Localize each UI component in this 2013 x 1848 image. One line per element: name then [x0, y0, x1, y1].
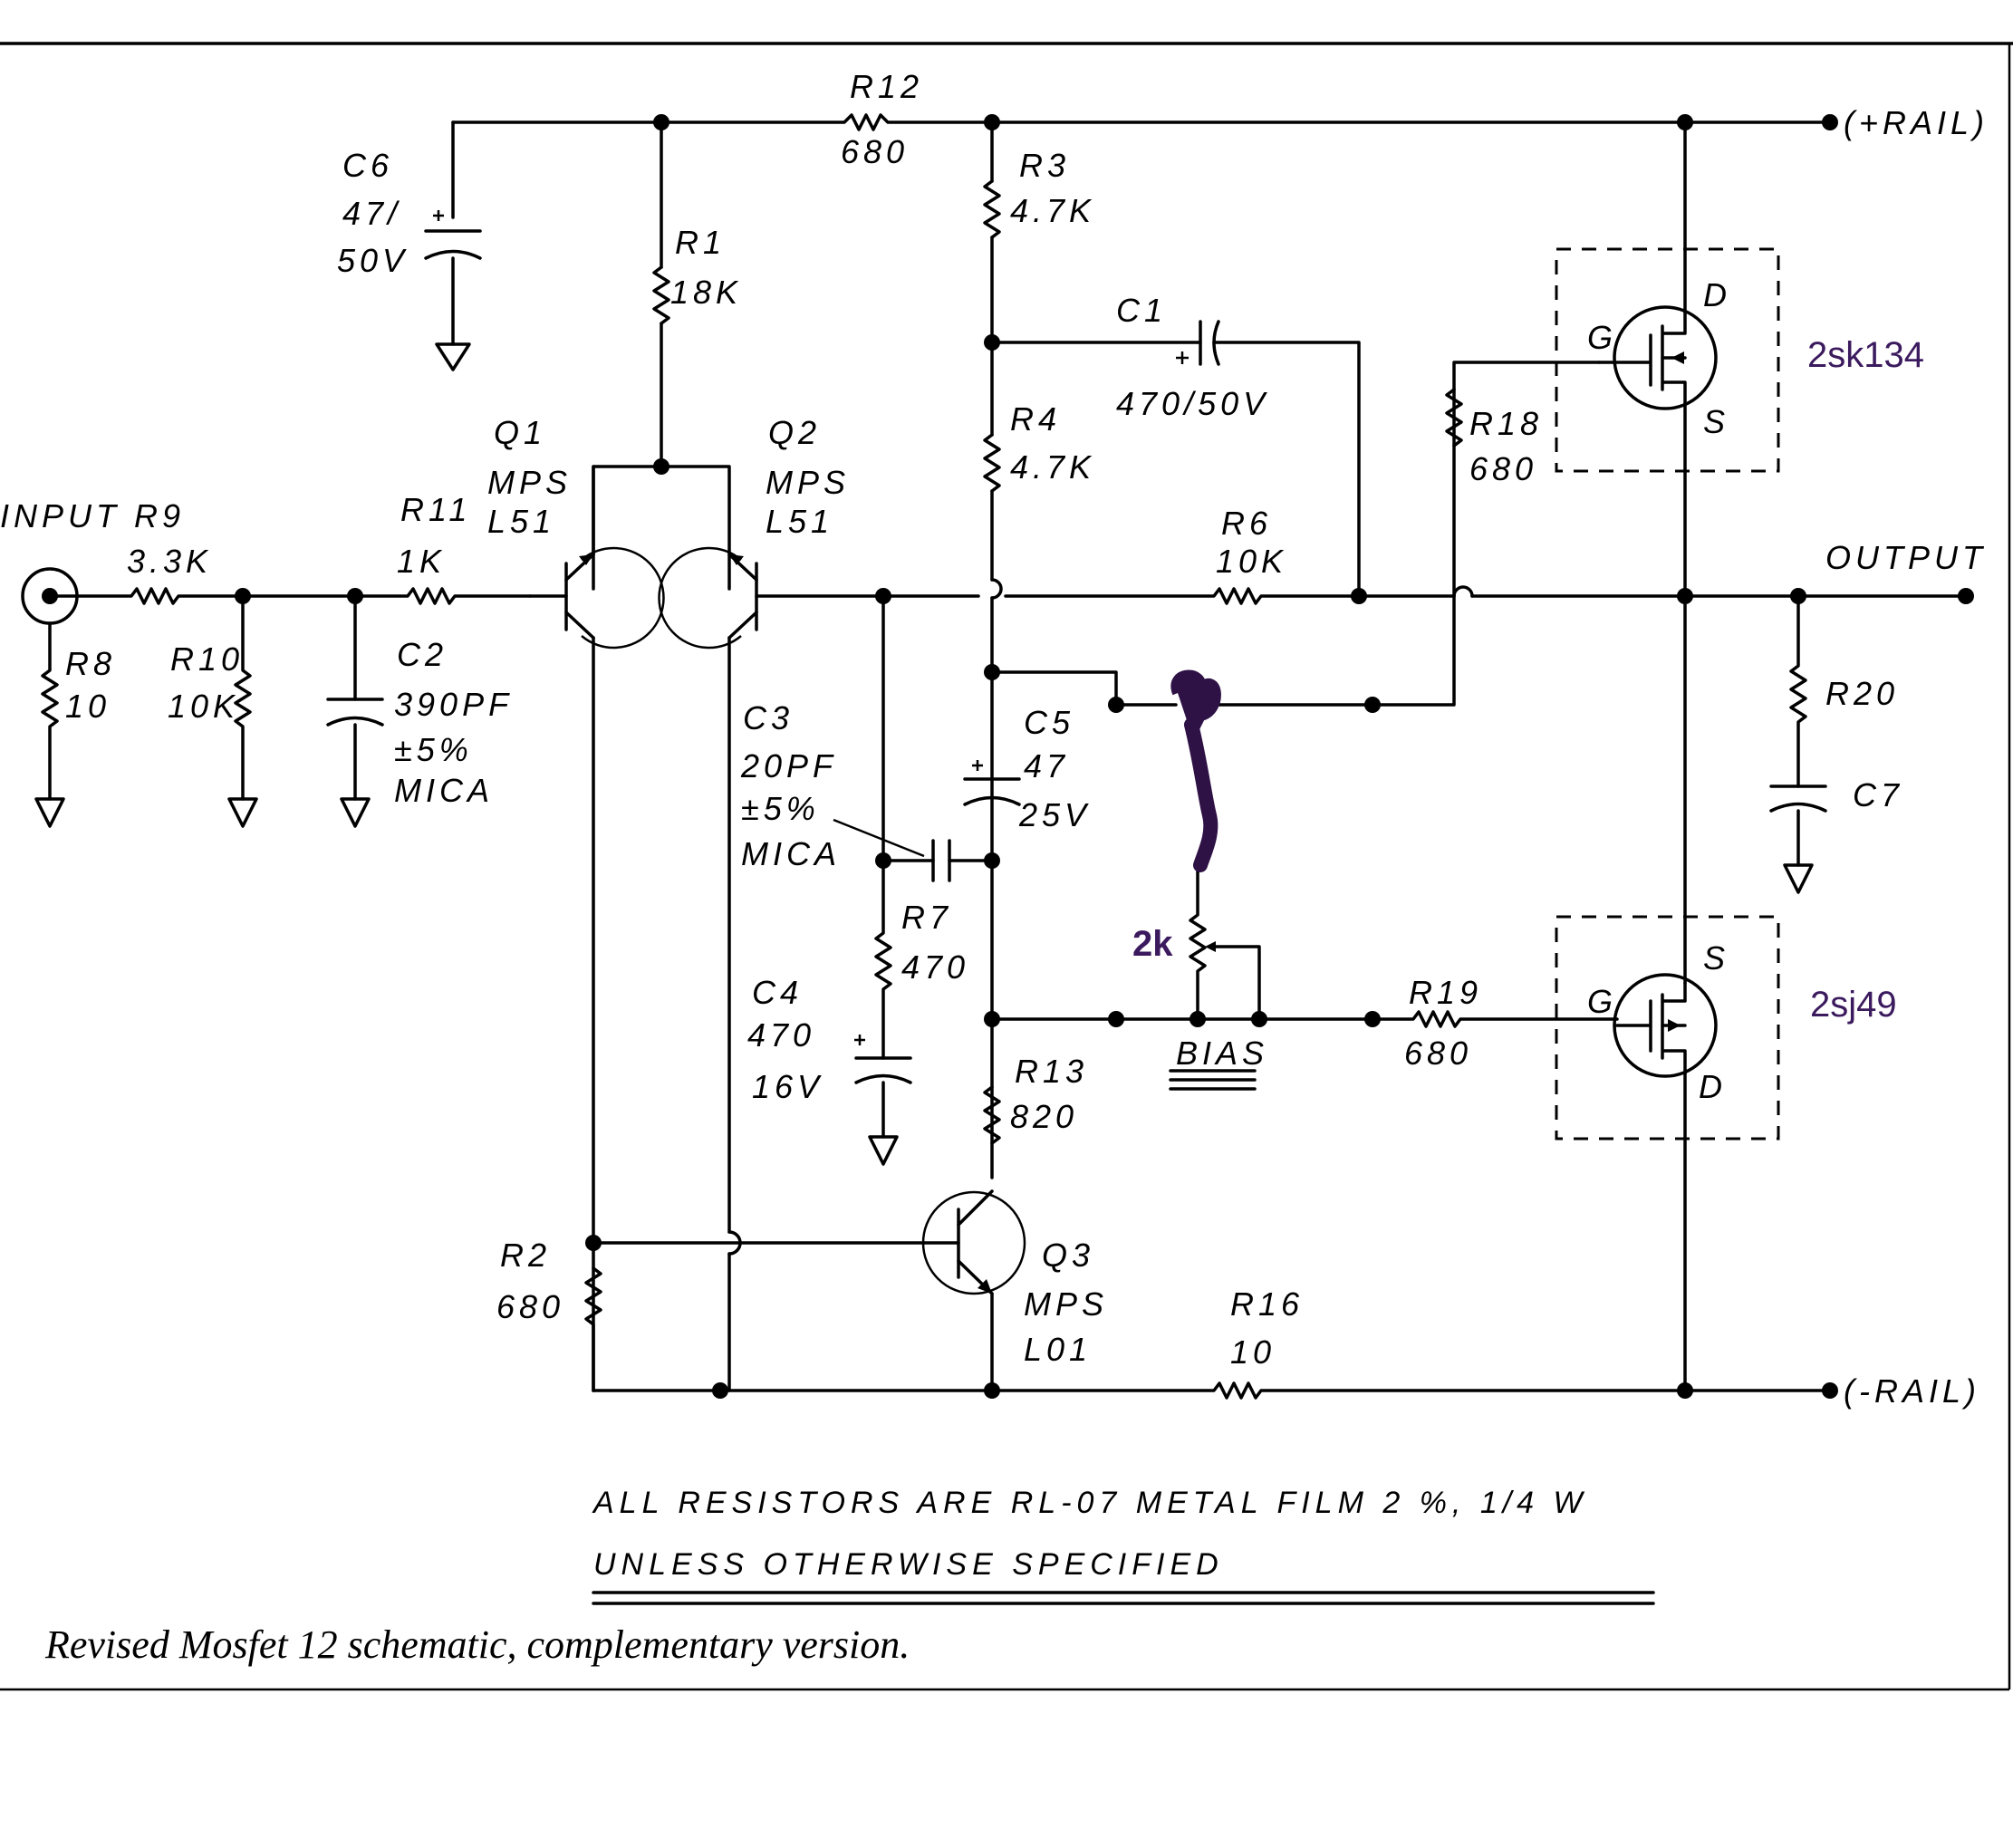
- r12-value: 680: [841, 133, 909, 170]
- r18-label: R18: [1469, 405, 1543, 442]
- r9-value: 3.3K: [127, 543, 212, 580]
- r19-label: R19: [1409, 974, 1482, 1011]
- c3-tolerance: ±5%: [741, 790, 820, 827]
- r11-label: R11: [400, 491, 471, 528]
- junction-dots: [235, 114, 1806, 1399]
- r7-value: 470: [901, 948, 969, 986]
- r1-resistor: [652, 120, 670, 468]
- r18-value: 680: [1469, 450, 1537, 487]
- bias-network: [990, 361, 1619, 1091]
- c7-label: C7: [1853, 776, 1903, 813]
- input-section: [21, 567, 532, 828]
- r16-value: 10: [1230, 1333, 1276, 1371]
- r9-label: R9: [134, 497, 185, 534]
- bottom-mosfet: [1555, 915, 1780, 1141]
- c3-type: MICA: [741, 835, 841, 872]
- q1-label: Q1: [494, 414, 546, 451]
- bottom-gate-label: G: [1587, 983, 1617, 1020]
- c1-capacitor: [990, 320, 1361, 598]
- r3-r4-column: [983, 120, 1003, 1179]
- bias-label: BIAS: [1176, 1035, 1268, 1072]
- r13-value: 820: [1010, 1098, 1078, 1135]
- top-mosfet: [1555, 247, 1780, 473]
- r1-label: R1: [675, 224, 726, 261]
- input-label: INPUT: [0, 497, 120, 534]
- r11-value: 1K: [397, 543, 446, 580]
- c2-type: MICA: [394, 772, 494, 809]
- r13-label: R13: [1015, 1053, 1088, 1090]
- top-drain-label: D: [1703, 276, 1731, 313]
- r13-q3: [592, 1085, 1026, 1392]
- figure-caption: Revised Mosfet 12 schematic, complementa…: [44, 1622, 910, 1667]
- negative-rail: [592, 1381, 1838, 1400]
- q2-type-2: L51: [766, 503, 833, 540]
- c2-label: C2: [397, 636, 448, 673]
- r8-label: R8: [65, 645, 116, 682]
- positive-rail: [451, 113, 1838, 219]
- note-line-1: ALL RESISTORS ARE RL-07 METAL FILM 2 %, …: [592, 1486, 1588, 1520]
- q3-type-2: L01: [1024, 1331, 1092, 1368]
- c6-value: 47/: [342, 195, 401, 232]
- c6-label: C6: [342, 147, 393, 184]
- r20-c7: [1769, 594, 1827, 894]
- r3-label: R3: [1019, 147, 1070, 184]
- top-mosfet-part: 2sk134: [1807, 335, 1924, 375]
- r2-label: R2: [500, 1237, 551, 1274]
- q3-type-1: MPS: [1024, 1285, 1108, 1323]
- r10-value: 10K: [168, 688, 239, 725]
- r20-label: R20: [1825, 675, 1899, 712]
- negative-rail-label: (-RAIL): [1844, 1372, 1980, 1410]
- pot-value-annotation: 2k: [1132, 924, 1173, 964]
- r6-output-line: [1004, 585, 1974, 605]
- r4-value: 4.7K: [1010, 448, 1095, 486]
- output-label: OUTPUT: [1825, 539, 1987, 576]
- c3-label: C3: [743, 699, 794, 736]
- c5-value: 47: [1024, 747, 1069, 784]
- q1-transistor: [528, 465, 665, 1392]
- r4-label: R4: [1010, 400, 1061, 438]
- c2-value: 390PF: [394, 686, 513, 723]
- top-source-label: S: [1703, 403, 1729, 440]
- r7-label: R7: [901, 899, 952, 936]
- c5-label: C5: [1024, 704, 1074, 741]
- r2-resistor: [584, 1266, 602, 1392]
- r6-value: 10K: [1216, 543, 1287, 580]
- c4-voltage: 16V: [752, 1068, 824, 1105]
- c1-label: C1: [1116, 292, 1167, 329]
- r8-value: 10: [65, 688, 111, 725]
- note-line-2: UNLESS OTHERWISE SPECIFIED: [593, 1547, 1224, 1582]
- diff-pair-top: [592, 465, 731, 591]
- r6-label: R6: [1221, 505, 1272, 542]
- c3-value: 20PF: [740, 747, 837, 784]
- q1-type-1: MPS: [487, 464, 572, 501]
- c6-voltage: 50V: [337, 242, 409, 279]
- c2-tolerance: ±5%: [394, 731, 473, 768]
- r10-label: R10: [170, 640, 244, 678]
- q2-type-1: MPS: [766, 464, 850, 501]
- top-gate-label: G: [1587, 319, 1617, 356]
- q2-transistor: [658, 546, 980, 1392]
- purple-annotation-link: [1170, 669, 1221, 872]
- bottom-drain-label: D: [1699, 1068, 1727, 1105]
- positive-rail-label: (+RAIL): [1844, 104, 1989, 141]
- q2-label: Q2: [768, 414, 821, 451]
- r16-label: R16: [1230, 1285, 1304, 1323]
- r3-value: 4.7K: [1010, 192, 1095, 229]
- c5-voltage: 25V: [1018, 796, 1091, 833]
- c4-label: C4: [752, 974, 803, 1011]
- bottom-source-label: S: [1703, 939, 1729, 977]
- c6-capacitor: [424, 210, 482, 371]
- r19-value: 680: [1404, 1035, 1472, 1072]
- r1-value: 18K: [670, 274, 742, 311]
- c3-r7-c4-branch: [833, 594, 994, 1166]
- c1-value: 470/50V: [1116, 385, 1269, 422]
- r2-value: 680: [496, 1288, 564, 1325]
- bottom-mosfet-part: 2sj49: [1810, 985, 1897, 1025]
- c5-capacitor: [963, 760, 1021, 806]
- q3-label: Q3: [1042, 1237, 1094, 1274]
- r12-label: R12: [850, 68, 923, 105]
- q1-type-2: L51: [487, 503, 555, 540]
- c4-value: 470: [747, 1016, 815, 1054]
